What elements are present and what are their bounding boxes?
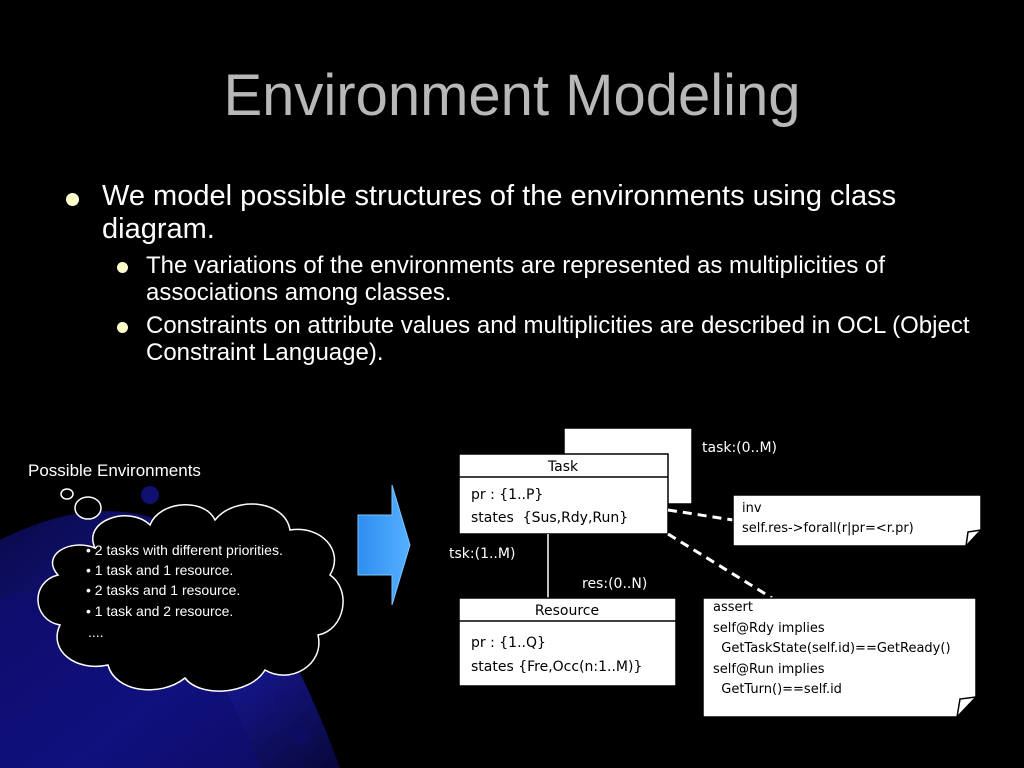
- resource-class-box: [458, 597, 677, 687]
- bullet-sub-1: The variations of the environments are r…: [60, 252, 990, 306]
- bullet-list: We model possible structures of the envi…: [60, 180, 990, 366]
- bullet-sub-2: Constraints on attribute values and mult…: [60, 312, 990, 366]
- bullet-sub-text: Constraints on attribute values and mult…: [146, 312, 970, 366]
- cloud-shape: [37, 503, 344, 692]
- note-fold-icon: [956, 696, 977, 718]
- inv-note-box: [732, 494, 982, 547]
- resource-attr-states: states {Fre,Occ(n:1..M)}: [471, 659, 642, 675]
- resource-class: Resource pr : {1..Q} states {Fre,Occ(n:1…: [458, 597, 677, 687]
- assert-note-line: assert: [713, 600, 753, 615]
- inv-note: inv self.res->forall(r|pr=<r.pr): [732, 494, 982, 547]
- cloud-item: ....: [88, 624, 104, 640]
- assert-note-line: self@Rdy implies: [713, 621, 825, 636]
- slide-title: Environment Modeling: [223, 63, 801, 128]
- decor-dot: [274, 690, 290, 706]
- inv-note-line: self.res->forall(r|pr=<r.pr): [742, 521, 914, 536]
- task-multiplicity-label: task:(0..M): [702, 440, 777, 456]
- assert-note: assert self@Rdy implies GetTaskState(sel…: [702, 597, 977, 718]
- bullet-dot-icon: [117, 262, 128, 273]
- note-fold-icon: [965, 529, 982, 547]
- inv-note-line: inv: [742, 501, 762, 516]
- task-attr-pr: pr : {1..P}: [471, 487, 543, 503]
- assert-note-line: GetTurn()==self.id: [713, 682, 842, 697]
- bullet-dot-icon: [66, 193, 79, 206]
- decor-dot: [141, 486, 159, 504]
- inv-note-connector: [667, 508, 734, 522]
- cloud-item: • 1 task and 1 resource.: [86, 562, 233, 578]
- assert-note-box: [702, 597, 977, 718]
- resource-attr-pr: pr : {1..Q}: [471, 635, 546, 651]
- assert-note-connector: [667, 532, 773, 600]
- bullet-main-text: We model possible structures of the envi…: [102, 180, 897, 245]
- bullet-sub-text: The variations of the environments are r…: [146, 252, 886, 306]
- assert-note-line: GetTaskState(self.id)==GetReady(): [713, 641, 951, 656]
- assert-note-line: self@Run implies: [713, 662, 825, 677]
- bullet-dot-icon: [117, 322, 128, 333]
- task-class-name: Task: [547, 459, 579, 475]
- task-class-box: [458, 453, 669, 535]
- resource-class-name: Resource: [535, 603, 599, 619]
- right-arrow-icon: [357, 484, 411, 606]
- bullet-main: We model possible structures of the envi…: [60, 180, 990, 246]
- tsk-multiplicity-label: tsk:(1..M): [449, 546, 515, 562]
- environments-label: Possible Environments: [28, 461, 201, 480]
- cloud-item: • 1 task and 2 resource.: [86, 603, 233, 619]
- cloud-item: • 2 tasks and 1 resource.: [86, 582, 240, 598]
- decor-dot: [290, 725, 310, 745]
- cloud-item: • 2 tasks with different priorities.: [86, 542, 283, 558]
- task-attr-states: states {Sus,Rdy,Run}: [471, 510, 628, 526]
- environments-cloud: [37, 488, 344, 692]
- cloud-bubble-medium: [74, 496, 102, 520]
- res-multiplicity-label: res:(0..N): [582, 576, 647, 592]
- task-class: Task pr : {1..P} states {Sus,Rdy,Run}: [458, 453, 669, 535]
- cloud-bubble-small: [60, 488, 74, 500]
